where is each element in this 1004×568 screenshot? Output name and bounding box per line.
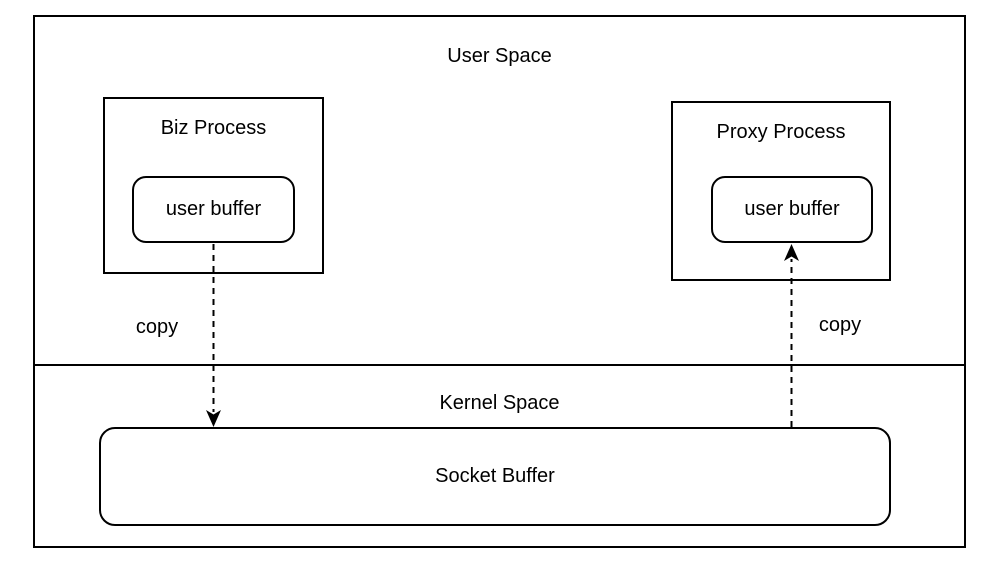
space-divider-line — [33, 364, 966, 366]
proxy-user-buffer-box: user buffer — [711, 176, 873, 243]
copy-label-left: copy — [135, 316, 179, 338]
biz-process-title: Biz Process — [160, 117, 267, 139]
kernel-space-label: Kernel Space — [439, 392, 560, 414]
biz-user-buffer-box: user buffer — [132, 176, 295, 243]
socket-buffer-label: Socket Buffer — [435, 465, 555, 487]
proxy-process-title: Proxy Process — [716, 121, 846, 143]
copy-label-right: copy — [818, 314, 862, 336]
socket-buffer-box: Socket Buffer — [99, 427, 891, 526]
user-space-label: User Space — [447, 45, 552, 67]
proxy-user-buffer-label: user buffer — [744, 198, 840, 220]
biz-user-buffer-label: user buffer — [165, 198, 262, 220]
outer-boundary-box — [33, 15, 966, 548]
